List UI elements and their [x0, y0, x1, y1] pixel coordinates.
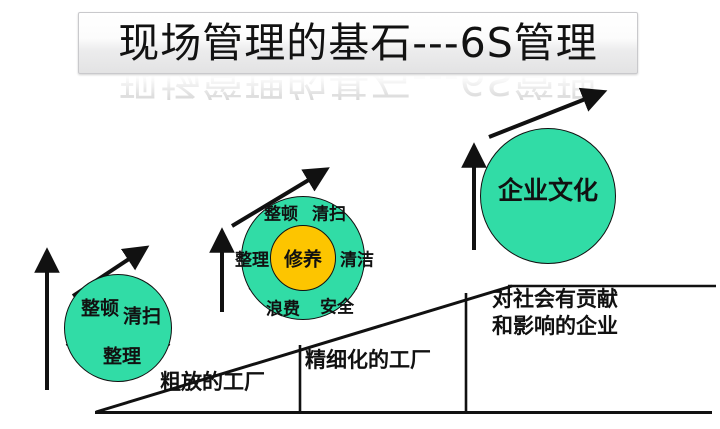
segment-label-c2-qingsao: 清扫 — [312, 204, 346, 225]
segment-label-c2-zhengdun: 整顿 — [264, 204, 298, 225]
page-title: 现场管理的基石---6S管理 — [118, 18, 598, 67]
circle-6s-core[interactable] — [270, 225, 336, 291]
title-box: 现场管理的基石---6S管理 — [78, 12, 638, 74]
segment-label-c1-zhengdun: 整顿 — [80, 297, 120, 320]
ramp-line — [95, 284, 513, 414]
arrow-diagonal-2 — [230, 167, 330, 228]
segment-label-c2-core-xiuyang: 修养 — [283, 248, 323, 271]
stage-label-society-enterprise-line1: 对社会有贡献 — [492, 287, 618, 311]
circle-3s[interactable] — [64, 274, 172, 382]
stage-label-society-enterprise-line2: 和影响的企业 — [492, 314, 618, 338]
stage-label-extensive-factory: 粗放的工厂 — [160, 370, 265, 394]
circle-culture-label: 企业文化 — [497, 176, 599, 205]
segment-label-c2-zhengli: 整理 — [235, 250, 269, 271]
segment-label-c2-langfei: 浪费 — [266, 299, 300, 320]
stage-label-society-enterprise: 对社会有贡献 和影响的企业 — [492, 286, 618, 340]
segment-label-c1-zhengli: 整理 — [102, 345, 142, 368]
segment-label-c1-qingsao: 清扫 — [122, 305, 162, 328]
stage-label-refined-factory: 精细化的工厂 — [305, 348, 431, 372]
segment-label-c2-anquan: 安全 — [320, 297, 354, 318]
segment-label-c2-qingjie: 清洁 — [340, 250, 374, 271]
arrow-diagonal-3 — [488, 87, 608, 139]
slide-title: 现场管理的基石---6S管理 现场管理的基石---6S管理 — [78, 12, 638, 100]
circle-culture[interactable] — [480, 128, 616, 264]
